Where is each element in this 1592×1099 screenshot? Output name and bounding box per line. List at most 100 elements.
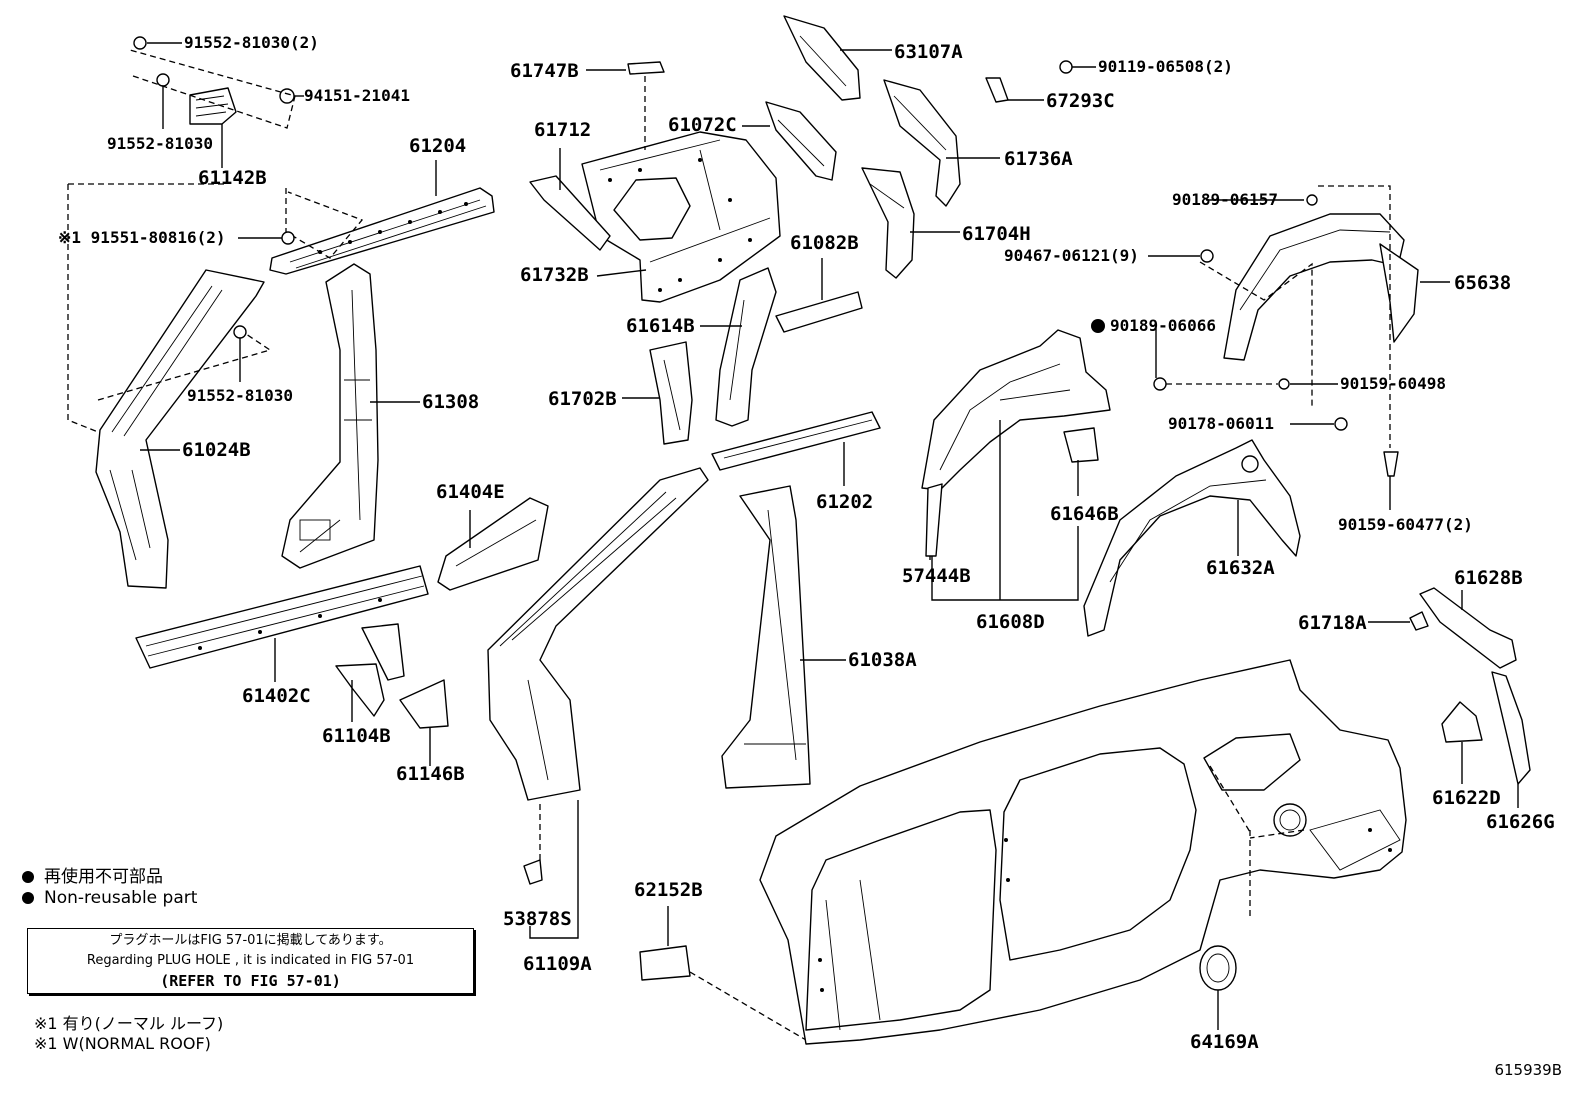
grommet-icon	[279, 88, 295, 104]
label-61704h: 61704H	[962, 223, 1031, 245]
label-90178-06011: 90178-06011	[1168, 414, 1274, 433]
label-90119-06508: 90119-06508(2)	[1098, 57, 1233, 76]
non-reusable-dot-icon	[22, 871, 34, 883]
pad-62152b[interactable]	[639, 906, 807, 1041]
body-side-outer-panel[interactable]	[759, 659, 1407, 1045]
label-61614b: 61614B	[626, 315, 695, 337]
label-61146b: 61146B	[396, 763, 465, 785]
panel-61614b[interactable]	[700, 267, 777, 427]
label-61632a: 61632A	[1206, 557, 1275, 579]
panel-61704h[interactable]	[861, 167, 960, 279]
clip-icon	[523, 859, 543, 885]
label-91552-81030-2: 91552-81030(2)	[184, 33, 319, 52]
label-61404e: 61404E	[436, 481, 505, 503]
label-91552-81030-b: 91552-81030	[187, 386, 293, 405]
footnote-en: ※1 W(NORMAL ROOF)	[34, 1034, 211, 1053]
bracket-61646b	[1063, 427, 1099, 463]
label-90159-60477: 90159-60477(2)	[1338, 515, 1473, 534]
label-61109a: 61109A	[523, 953, 592, 975]
legend-en: Non-reusable part	[22, 888, 197, 908]
label-90189-06157: 90189-06157	[1172, 190, 1278, 209]
center-pillar-61038a[interactable]	[721, 485, 846, 789]
roof-side-rail-61204[interactable]	[238, 160, 495, 275]
clip-61718a	[1409, 611, 1429, 631]
label-61308: 61308	[422, 391, 479, 413]
label-61626g: 61626G	[1486, 811, 1555, 833]
bolt-icon	[156, 73, 170, 87]
note-line-refer[interactable]: (REFER TO FIG 57-01)	[160, 972, 341, 990]
label-61736a: 61736A	[1004, 148, 1073, 170]
label-61608d: 61608D	[976, 611, 1045, 633]
wheel-house-inner-61608d[interactable]	[921, 329, 1111, 601]
bolt-icon	[1059, 60, 1073, 74]
front-side-outer-61109a[interactable]	[487, 467, 709, 939]
label-94151-21041: 94151-21041	[304, 86, 410, 105]
plug-hole-note: プラグホールはFIG 57-01に掲載してあります。 Regarding PLU…	[27, 928, 474, 994]
label-67293c: 67293C	[1046, 90, 1115, 112]
label-61732b: 61732B	[520, 264, 589, 286]
label-61712: 61712	[534, 119, 591, 141]
rocker-panel-61402c[interactable]	[135, 565, 429, 682]
center-pillar-61308[interactable]	[281, 263, 420, 569]
label-91552-81030-a: 91552-81030	[107, 134, 213, 153]
nut-icon	[1334, 417, 1348, 431]
label-61204: 61204	[409, 135, 466, 157]
hinge-icon	[985, 77, 1009, 103]
label-90159-60498: 90159-60498	[1340, 374, 1446, 393]
label-53878s: 53878S	[503, 908, 572, 930]
wheel-housing-upper-61732b[interactable]	[581, 131, 781, 303]
note-line-en: Regarding PLUG HOLE , it is indicated in…	[86, 953, 415, 968]
label-61747b: 61747B	[510, 60, 579, 82]
label-61038a: 61038A	[848, 649, 917, 671]
fuel-filler-64169a[interactable]	[1199, 945, 1237, 1030]
brace-61622d[interactable]	[1441, 701, 1483, 784]
bracket-61104b[interactable]	[335, 623, 405, 722]
note-line-jp: プラグホールはFIG 57-01に掲載してあります。	[109, 933, 392, 948]
label-61402c: 61402C	[242, 685, 311, 707]
label-91551-80816: ※1 91551-80816(2)	[58, 228, 226, 247]
clips-right[interactable]	[1091, 319, 1399, 510]
label-61718a: 61718A	[1298, 612, 1367, 634]
label-61024b: 61024B	[182, 439, 251, 461]
bracket-61712[interactable]	[529, 148, 611, 251]
label-61104b: 61104B	[322, 725, 391, 747]
label-62152b: 62152B	[634, 879, 703, 901]
part-labels: 91552-81030(2) 94151-21041 91552-81030 6…	[58, 33, 1555, 1053]
legend-jp-text: 再使用不可部品	[44, 867, 163, 887]
label-61202: 61202	[816, 491, 873, 513]
clip-icon	[1153, 377, 1167, 391]
front-pillar-61024b[interactable]	[67, 183, 272, 589]
extension-61628b[interactable]	[1368, 587, 1517, 669]
nut-icon	[1200, 249, 1214, 263]
footnote-jp: ※1 有り(ノーマル ルーフ)	[34, 1014, 224, 1033]
non-reusable-dot-icon	[22, 892, 34, 904]
fasteners-upper-right[interactable]	[985, 60, 1096, 103]
wheel-house-outer-61632a[interactable]	[1083, 439, 1301, 637]
panel-61736a[interactable]	[883, 79, 1000, 207]
liner-65638[interactable]	[1148, 185, 1450, 448]
bolt-icon	[133, 36, 147, 50]
label-63107a: 63107A	[894, 41, 963, 63]
gusset-61702b[interactable]	[622, 341, 693, 445]
label-61646b: 61646B	[1050, 503, 1119, 525]
reinforcement-61072c[interactable]	[742, 101, 837, 181]
bracket-61146b[interactable]	[399, 679, 449, 766]
label-65638: 65638	[1454, 272, 1511, 294]
legend-jp: 再使用不可部品	[22, 862, 163, 887]
quarter-inner-63107a[interactable]	[783, 15, 892, 101]
bracket-61082b[interactable]	[775, 258, 863, 333]
seal-57444b	[925, 483, 943, 557]
bolt-icon	[281, 231, 295, 245]
label-61628b: 61628B	[1454, 567, 1523, 589]
label-61082b: 61082B	[790, 232, 859, 254]
roof-rail-61202[interactable]	[711, 411, 881, 486]
brace-61626g[interactable]	[1491, 671, 1531, 808]
non-reusable-marker-icon	[1091, 319, 1105, 333]
label-61622d: 61622D	[1432, 787, 1501, 809]
label-64169a: 64169A	[1190, 1031, 1259, 1053]
rocker-61404e[interactable]	[437, 497, 549, 591]
label-61072c: 61072C	[668, 114, 737, 136]
bracket-assembly-61142b[interactable]	[129, 36, 304, 168]
clip-61747b[interactable]	[586, 61, 665, 150]
